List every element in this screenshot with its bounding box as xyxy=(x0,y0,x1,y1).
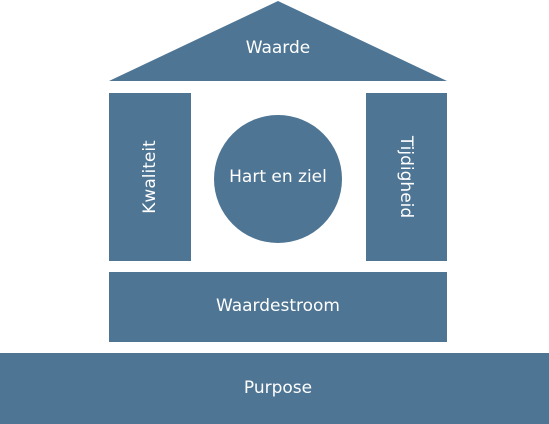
roof-label: Waarde xyxy=(246,38,311,58)
right-pillar: Tijdigheid xyxy=(366,93,447,261)
foundation: Purpose xyxy=(0,353,549,424)
right-pillar-label: Tijdigheid xyxy=(396,135,416,218)
left-pillar: Kwaliteit xyxy=(109,93,191,261)
roof: Waarde xyxy=(109,1,447,81)
left-pillar-label: Kwaliteit xyxy=(140,140,160,214)
foundation-label: Purpose xyxy=(244,378,312,398)
left-pillar-shape xyxy=(109,93,191,261)
beam: Waardestroom xyxy=(109,272,447,342)
center-circle: Hart en ziel xyxy=(214,115,342,243)
roof-shape xyxy=(109,1,447,81)
center-circle-label: Hart en ziel xyxy=(229,167,327,187)
foundation-shape xyxy=(0,353,549,424)
right-pillar-shape xyxy=(366,93,447,261)
beam-label: Waardestroom xyxy=(216,296,340,316)
beam-shape xyxy=(109,272,447,342)
center-circle-shape xyxy=(214,115,342,243)
